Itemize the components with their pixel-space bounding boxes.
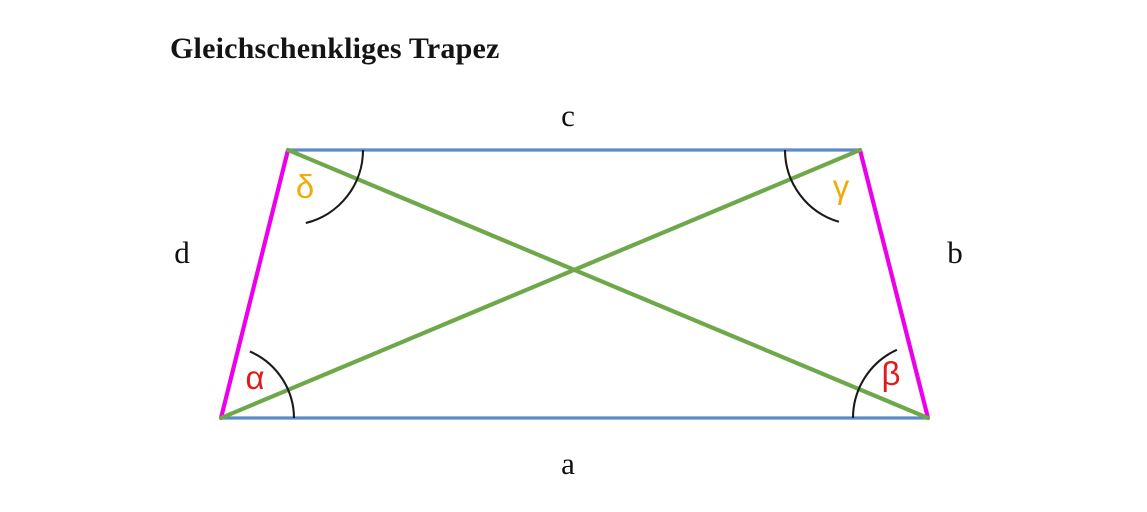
- side-labels-group: a b c d: [174, 98, 963, 481]
- angle-arcs-group: [249, 149, 898, 419]
- side-b-line: [857, 147, 931, 421]
- diagonal-db-line: [285, 147, 931, 421]
- angle-arc-alpha: [249, 350, 296, 419]
- page-title: Gleichschenkliges Trapez: [170, 32, 500, 65]
- angle-label-delta: δ: [296, 168, 314, 205]
- trapezoid-outline: [218, 147, 931, 421]
- side-label-b: b: [947, 235, 963, 270]
- diagonals-group: [218, 147, 931, 421]
- angle-labels-group: α β γ δ: [245, 168, 900, 396]
- diagonal-ac-line: [218, 147, 863, 421]
- angle-label-alpha: α: [245, 359, 264, 396]
- angle-label-beta: β: [882, 355, 901, 392]
- angle-arc-beta: [851, 348, 898, 419]
- angle-arc-gamma: [783, 149, 840, 223]
- angle-label-gamma: γ: [833, 168, 850, 205]
- side-label-a: a: [561, 446, 575, 481]
- side-d-line: [218, 147, 291, 421]
- side-label-c: c: [561, 98, 575, 133]
- side-label-d: d: [174, 235, 190, 270]
- angle-arc-delta: [305, 149, 365, 225]
